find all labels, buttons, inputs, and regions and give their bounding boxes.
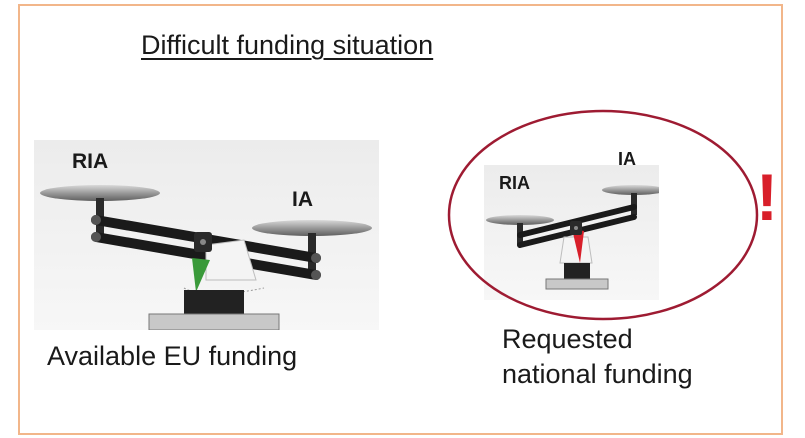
joint xyxy=(311,270,321,280)
caption-available-eu-funding: Available EU funding xyxy=(47,341,298,371)
caption-line-2: national funding xyxy=(502,359,693,390)
right-ia-label-holder: IA xyxy=(618,149,636,169)
label-ria: RIA xyxy=(72,150,108,173)
joint xyxy=(91,215,101,225)
label-ia: IA xyxy=(292,188,313,211)
highlight-ellipse xyxy=(447,109,759,321)
highlight-ring xyxy=(447,109,759,321)
dial-pointer xyxy=(572,229,584,263)
caption-line-1: Requested xyxy=(502,324,633,354)
label-ia: IA xyxy=(618,149,636,169)
base xyxy=(148,313,280,330)
dial-pointer xyxy=(192,258,210,292)
joint xyxy=(311,253,321,263)
left-balance-scale: RIA IA xyxy=(34,140,379,330)
alert-exclamation-icon: ! xyxy=(756,160,778,234)
base xyxy=(545,278,609,290)
stand xyxy=(564,263,590,279)
right-pan-post xyxy=(308,233,316,271)
right-pan-post xyxy=(631,193,637,215)
label-ria: RIA xyxy=(499,173,530,193)
right-balance-scale: RIA xyxy=(484,165,659,300)
pivot-bolt xyxy=(574,226,578,230)
dial-face xyxy=(205,239,257,281)
caption-requested-national-funding: Requested national funding xyxy=(502,322,693,392)
right-pan xyxy=(602,185,659,195)
left-pan xyxy=(486,215,554,225)
page-title: Difficult funding situation xyxy=(141,30,434,60)
pivot-bolt xyxy=(200,239,206,245)
stand xyxy=(184,290,244,314)
joint xyxy=(91,232,101,242)
left-pan xyxy=(40,185,160,201)
right-pan xyxy=(252,220,372,236)
